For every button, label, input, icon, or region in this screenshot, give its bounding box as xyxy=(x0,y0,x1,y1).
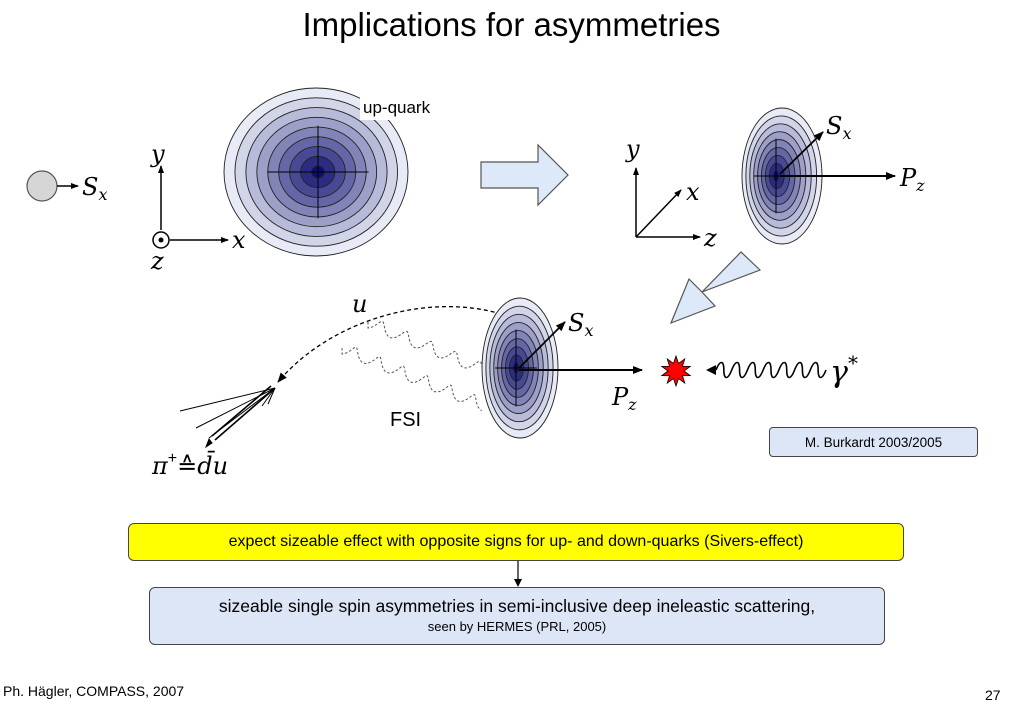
axes-top-left: y x z xyxy=(150,140,246,275)
pz-label-top: Pz xyxy=(899,164,925,195)
z-label-1: z xyxy=(150,247,164,275)
expectation-box: expect sizeable effect with opposite sig… xyxy=(128,523,904,561)
pion-jet xyxy=(179,385,276,449)
photon-vertex-star xyxy=(660,354,692,388)
spin-indicator: Sx xyxy=(26,170,107,204)
fsi-gluon-lines xyxy=(341,320,488,412)
up-quark-label: up-quark xyxy=(360,96,434,120)
x-label-1: x xyxy=(232,226,246,254)
footer-author: Ph. Hägler, COMPASS, 2007 xyxy=(3,683,185,699)
result-box: sizeable single spin asymmetries in semi… xyxy=(149,587,885,645)
reference-box: M. Burkardt 2003/2005 xyxy=(769,427,978,457)
sx-arrow-bottom xyxy=(518,321,566,369)
result-line-2: seen by HERMES (PRL, 2005) xyxy=(427,619,607,634)
x-label-2: x xyxy=(686,178,700,206)
gamma-star-label: γ* xyxy=(830,351,858,390)
pz-label-bottom: Pz xyxy=(611,383,637,414)
sx-arrow-top xyxy=(779,131,824,175)
page-number: 27 xyxy=(985,687,1001,703)
quark-path xyxy=(277,305,509,383)
pion-label: π+≙d̄u xyxy=(151,450,228,480)
axes-top-right: y x z xyxy=(625,135,717,252)
photon-line xyxy=(715,361,827,379)
sx-label-bottom: Sx xyxy=(568,309,593,340)
sx-label-left: Sx xyxy=(82,173,107,204)
result-line-1: sizeable single spin asymmetries in semi… xyxy=(218,596,816,616)
sx-label-top: Sx xyxy=(826,112,851,143)
big-arrow-diagonal xyxy=(669,251,762,325)
x-axis-3d xyxy=(635,189,682,238)
fsi-label: FSI xyxy=(390,409,422,431)
y-label-1: y xyxy=(150,140,165,168)
slide-title: Implications for asymmetries xyxy=(302,6,721,43)
y-label-2: y xyxy=(625,135,640,163)
u-label: u xyxy=(352,290,367,318)
up-quark-distribution xyxy=(223,87,409,257)
big-arrow-right xyxy=(480,143,569,207)
z-label-2: z xyxy=(703,224,717,252)
